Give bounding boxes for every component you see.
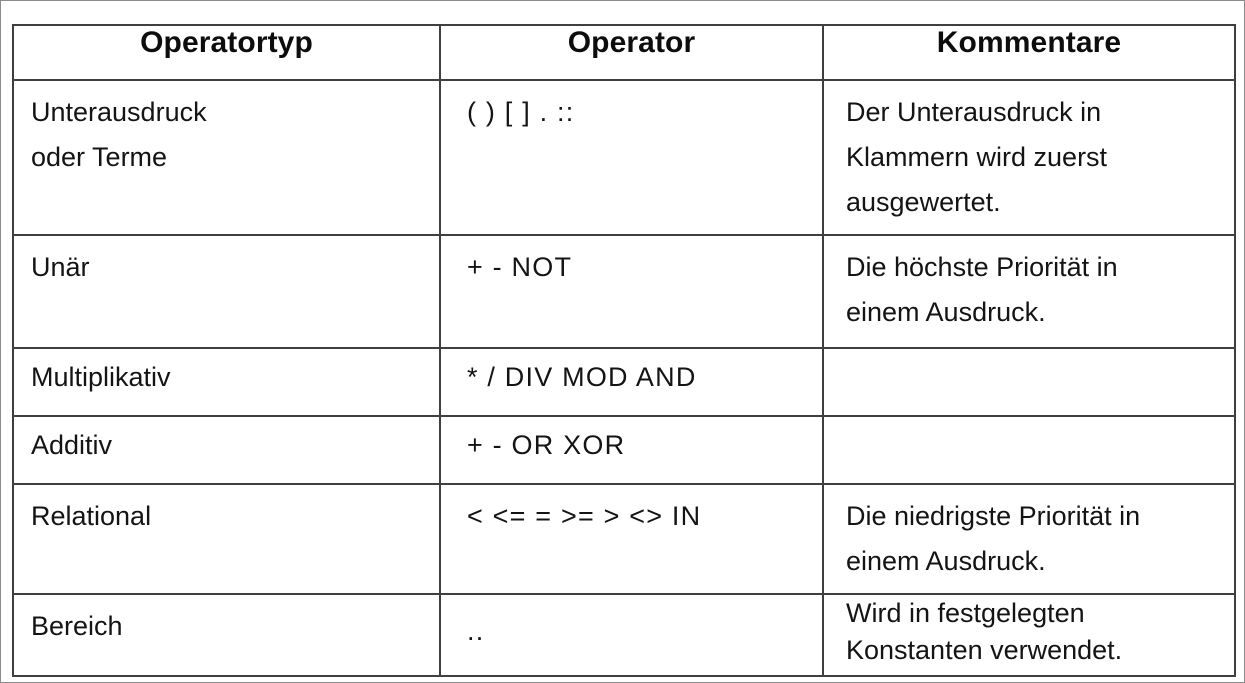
column-header-operatortyp: Operatortyp <box>12 24 441 81</box>
text-line: einem Ausdruck. <box>846 297 1046 327</box>
cell-operator-type: Unterausdruck oder Terme <box>12 79 441 236</box>
operator-type-text: Additiv <box>31 430 113 460</box>
comment-text: Die höchste Priorität in einem Ausdruck. <box>824 236 1234 343</box>
comment-text: Die niedrigste Priorität in einem Ausdru… <box>824 485 1234 592</box>
cell-operator-type: Multiplikativ <box>12 347 441 417</box>
cell-comment: Der Unterausdruck in Klammern wird zuers… <box>822 79 1236 236</box>
cell-operator-symbols: < <= = >= > <> IN <box>439 483 824 595</box>
cell-operator-type: Relational <box>12 483 441 595</box>
cell-operator-symbols: + - NOT <box>439 234 824 349</box>
table-row: Unterausdruck oder Terme ( ) [ ] . :: De… <box>12 79 1236 236</box>
text-line: einem Ausdruck. <box>846 546 1046 576</box>
cell-operator-type: Bereich <box>12 593 441 677</box>
cell-comment: Die niedrigste Priorität in einem Ausdru… <box>822 483 1236 595</box>
text-line: oder Terme <box>31 142 168 172</box>
operator-type-text: Relational <box>31 501 152 531</box>
table-row: Bereich .. Wird in festgelegten Konstant… <box>12 593 1236 677</box>
table-body: Unterausdruck oder Terme ( ) [ ] . :: De… <box>12 79 1236 677</box>
operator-symbols-text: * / DIV MOD AND <box>467 362 697 392</box>
cell-operator-type: Additiv <box>12 415 441 485</box>
operator-type-text: Bereich <box>31 611 123 641</box>
text-line: Die niedrigste Priorität in <box>846 501 1141 531</box>
table-row: Relational < <= = >= > <> IN Die niedrig… <box>12 483 1236 595</box>
column-header-kommentare: Kommentare <box>822 24 1236 81</box>
comment-text: Wird in festgelegten Konstanten verwende… <box>824 595 1234 675</box>
cell-operator-symbols: .. <box>439 593 824 677</box>
table-header-row: Operatortyp Operator Kommentare <box>12 24 1236 81</box>
operator-precedence-table-container: Operatortyp Operator Kommentare Unteraus… <box>12 24 1236 677</box>
table-row: Multiplikativ * / DIV MOD AND <box>12 347 1236 417</box>
text-line: Der Unterausdruck in <box>846 97 1102 127</box>
comment-text: Der Unterausdruck in Klammern wird zuers… <box>824 81 1234 233</box>
operator-symbols-text: < <= = >= > <> IN <box>467 501 702 531</box>
column-header-operator: Operator <box>439 24 824 81</box>
cell-operator-symbols: ( ) [ ] . :: <box>439 79 824 236</box>
operator-precedence-table: Operatortyp Operator Kommentare Unteraus… <box>12 24 1236 677</box>
table-row: Additiv + - OR XOR <box>12 415 1236 485</box>
text-line: ausgewertet. <box>846 187 1001 217</box>
cell-comment: Wird in festgelegten Konstanten verwende… <box>822 593 1236 677</box>
text-line: Die höchste Priorität in <box>846 252 1118 282</box>
operator-symbols-text: + - OR XOR <box>467 430 626 460</box>
operator-symbols-text: + - NOT <box>467 252 573 282</box>
operator-symbols-text: .. <box>467 616 485 646</box>
cell-comment: Die höchste Priorität in einem Ausdruck. <box>822 234 1236 349</box>
text-line: Konstanten verwendet. <box>846 635 1123 665</box>
operator-type-text: Unterausdruck oder Terme <box>14 81 439 188</box>
text-line: Klammern wird zuerst <box>846 142 1108 172</box>
cell-comment <box>822 415 1236 485</box>
cell-operator-symbols: + - OR XOR <box>439 415 824 485</box>
table-row: Unär + - NOT Die höchste Priorität in ei… <box>12 234 1236 349</box>
cell-comment <box>822 347 1236 417</box>
operator-type-text: Unär <box>31 252 90 282</box>
table-header: Operatortyp Operator Kommentare <box>12 24 1236 81</box>
operator-symbols-text: ( ) [ ] . :: <box>467 97 575 127</box>
text-line: Unterausdruck <box>31 97 207 127</box>
text-line: Wird in festgelegten <box>846 598 1085 628</box>
cell-operator-type: Unär <box>12 234 441 349</box>
cell-operator-symbols: * / DIV MOD AND <box>439 347 824 417</box>
operator-type-text: Multiplikativ <box>31 362 171 392</box>
